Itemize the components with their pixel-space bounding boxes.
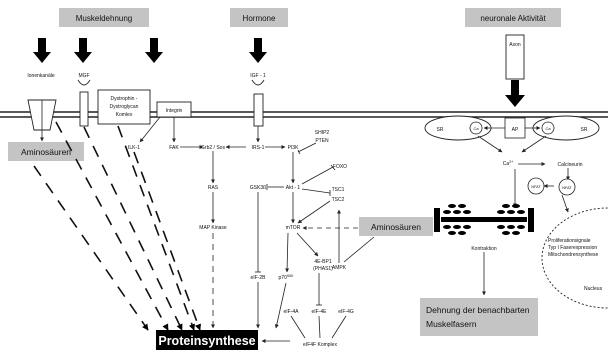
map-kinase-label: MAP Kinase	[199, 225, 227, 231]
stretch-arrow-2	[74, 38, 92, 63]
ap-label: AP	[512, 127, 519, 133]
irs1-label: IRS-1	[252, 145, 265, 151]
dystrophin-complex-box	[97, 89, 151, 125]
igf1-label: IGF - 1	[250, 73, 266, 79]
neuronale-aktivitaet-box	[465, 8, 561, 27]
proteinsynthese-label: Proteinsynthese	[158, 334, 255, 348]
eif4a-label: eIF-4A	[283, 309, 299, 315]
dystrophin-line-2: Dystroglycan	[110, 104, 139, 110]
excitation-panel	[424, 115, 600, 141]
sr-left-label: SR	[437, 127, 444, 133]
eif4g-label: eIF-4G	[338, 309, 354, 315]
muskeldehnung-label: Muskeldehnung	[76, 14, 132, 23]
igf1-receptor	[253, 93, 264, 127]
ionenkanaele-label: Ionenkanäle	[27, 73, 54, 79]
dashed-stretch-arrows	[33, 121, 201, 331]
eif4f-komplex-label: eIF4F Komplex	[303, 342, 337, 348]
tsc2-label: TSC2	[332, 197, 345, 203]
axon-box	[505, 34, 525, 80]
grb2-sos-label: Grb2 / Sos	[201, 145, 225, 151]
dystrophin-line-1: Dystrophin -	[111, 96, 138, 102]
nucleus	[541, 207, 608, 309]
eif2b-label: eIF-2B	[250, 275, 266, 281]
mgf-label: MGF	[78, 73, 89, 79]
aminosaeuren-right-label: Aminosäuren	[371, 222, 421, 232]
dehnung-line-1: Dehnung der benachbarten	[426, 305, 530, 315]
ship2-label: SHIP2	[315, 130, 330, 136]
igf1-receptor-cup	[251, 79, 265, 86]
mgf-receptor	[79, 91, 89, 127]
hormone-box	[230, 8, 288, 27]
aminosaeuren-left-box	[8, 142, 84, 161]
dystrophin-line-3: Komlex	[116, 112, 133, 118]
pten-label: PTEN	[315, 138, 329, 144]
hormone-arrow	[249, 38, 267, 63]
ampk-label: AMPK	[332, 265, 347, 271]
nucleus-line-1: Proliferationsignale	[548, 238, 591, 244]
mgf-receptor-cup	[77, 79, 91, 86]
tsc1-label: TSC1	[332, 187, 345, 193]
kontraktion-label: Kontraktion	[471, 246, 497, 252]
foxo-label: FOXO	[333, 164, 347, 170]
4ebp1-line-1: 4E-BP1	[314, 259, 331, 265]
ca-right-circle-label: Ca	[545, 126, 551, 131]
cell-membrane	[0, 111, 608, 118]
aminosaeuren-left-label: Aminosäuren	[21, 147, 71, 157]
akt1-label: Akt - 1	[286, 185, 301, 191]
muskeldehnung-box	[59, 8, 149, 27]
hormone-label: Hormone	[243, 14, 276, 23]
neuronale-aktivitaet-label: neuronale Aktivität	[480, 14, 546, 23]
proteinsynthese-box	[156, 330, 258, 350]
dehnung-box	[420, 298, 538, 336]
mtor-label: mTOR	[286, 225, 301, 231]
nucleus-line-3: Mitochondrensynthese	[548, 252, 599, 258]
pathway-arrows	[139, 116, 375, 343]
nfat-left-circle	[527, 177, 545, 195]
pi3k-label: PI3K	[288, 145, 300, 151]
integrin-label: Integrin	[166, 108, 183, 114]
ca-release-arrows	[477, 126, 570, 296]
dehnung-line-2: Muskelfasern	[426, 319, 477, 329]
calcineurin-label: Calcineurin	[557, 162, 582, 168]
axon-label: Axon	[509, 42, 521, 48]
gsk3b-label: GSK3ß	[250, 185, 266, 191]
p70-label: p70S6K	[279, 274, 295, 281]
nucleus-label: Nucleus	[584, 286, 603, 292]
4ebp1-line-2: (PHAS1)	[313, 266, 333, 272]
nucleus-line-2: Typ I Faserexpression	[548, 245, 597, 251]
eif4e-label: eIF-4E	[311, 309, 327, 315]
ras-label: RAS	[208, 185, 219, 191]
stretch-arrow-1	[33, 38, 51, 63]
sr-right-label: SR	[581, 127, 588, 133]
nfat-right-label: NFAT	[562, 186, 572, 190]
ca-label: Ca2+	[503, 160, 513, 167]
nfat-right-circle	[558, 178, 576, 196]
neuronal-arrow	[505, 80, 525, 107]
nfat-left-label: NFAT	[531, 185, 541, 189]
ilk1-label: ILK-1	[128, 145, 140, 151]
ca-left-circle-label: Ca	[473, 126, 479, 131]
aminosaeuren-right-box	[359, 217, 433, 236]
sarcomere	[434, 204, 534, 235]
stimulus-arrows	[33, 38, 525, 107]
stretch-arrow-3	[145, 38, 163, 63]
fak-label: FAK	[169, 145, 179, 151]
